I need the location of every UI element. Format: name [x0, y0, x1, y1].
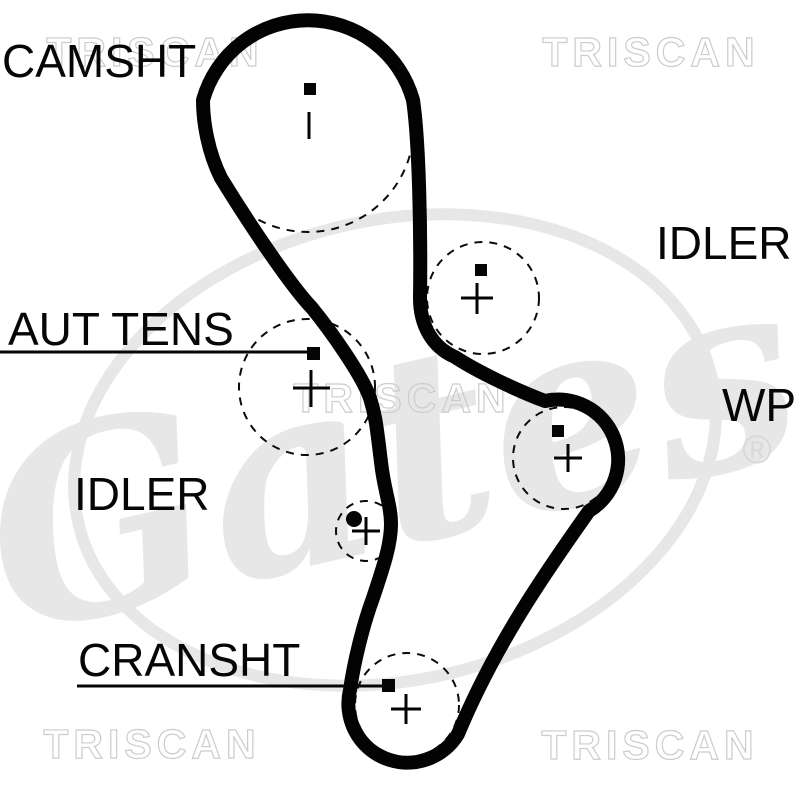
tensioner-timing-dot — [307, 347, 320, 360]
idler-upper-timing-dot — [475, 264, 487, 276]
timing-belt-path — [196, 13, 626, 770]
watermark-triscan-bottom-right: TRISCAN — [541, 722, 758, 768]
label-crankshaft: CRANSHT — [78, 634, 300, 686]
water-pump-timing-dot — [552, 425, 564, 437]
watermark-triscan-center: TRISCAN — [293, 375, 510, 421]
gates-script-text: Gates — [0, 213, 800, 695]
registered-trademark-icon: ® — [742, 428, 771, 472]
tensioner-center-cross — [293, 370, 330, 407]
idler-lower-center-cross — [352, 517, 380, 545]
tensioner-pulley-circle — [238, 318, 376, 456]
watermark-triscan-bottom-left: TRISCAN — [43, 721, 260, 767]
label-tensioner: AUT TENS — [8, 303, 234, 355]
gates-oval-swoosh — [68, 208, 722, 692]
water-pump-center-cross — [554, 444, 582, 472]
label-idler-lower: IDLER — [74, 468, 209, 520]
label-water-pump: WP — [722, 379, 796, 431]
watermark-triscan-top-right: TRISCAN — [542, 29, 759, 75]
idler-upper-center-cross — [461, 283, 493, 314]
crankshaft-timing-dot — [382, 679, 395, 692]
label-camshaft: CAMSHT — [2, 35, 196, 87]
label-idler-upper: IDLER — [656, 217, 791, 269]
camshaft-timing-dot — [304, 83, 316, 95]
idler-upper-pulley-circle — [426, 241, 540, 355]
crankshaft-center-cross — [391, 694, 421, 724]
idler-lower-timing-dot — [346, 511, 362, 527]
